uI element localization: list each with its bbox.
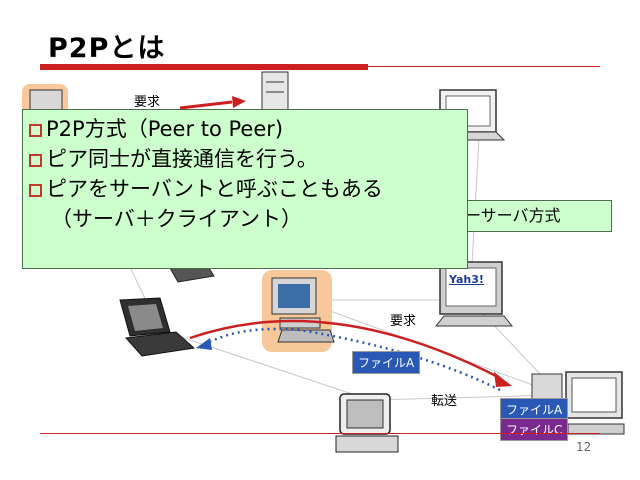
callout-line-2: ピア同士が直接通信を行う。 bbox=[29, 144, 461, 174]
callout-text-1: P2P方式（Peer to Peer) bbox=[46, 117, 284, 141]
file-tag-a-center: ファイルA bbox=[352, 351, 421, 374]
peer-computer-bottom-icon bbox=[335, 393, 399, 453]
request-label-top: 要求 bbox=[134, 95, 160, 110]
side-label-server-method: ーサーバ方式 bbox=[462, 200, 612, 232]
checkbox-bullet-icon bbox=[29, 124, 42, 137]
callout-text-2: ピア同士が直接通信を行う。 bbox=[46, 147, 318, 171]
checkbox-bullet-icon bbox=[29, 154, 42, 167]
title-rule bbox=[368, 66, 600, 67]
peer-laptop-left-icon bbox=[119, 297, 196, 357]
transfer-arrow-dotted-icon bbox=[196, 327, 501, 392]
callout-text-3: ピアをサーバントと呼ぶこともある bbox=[46, 177, 383, 201]
title-underline bbox=[40, 64, 368, 70]
callout-line-1: P2P方式（Peer to Peer) bbox=[29, 114, 461, 144]
request-arrow-curve-icon bbox=[189, 319, 512, 387]
file-tag-a-right: ファイルA bbox=[500, 398, 569, 421]
page-number: 12 bbox=[576, 440, 592, 454]
callout-line-4: （サーバ＋クライアント） bbox=[29, 204, 461, 234]
slide-title: P2Pとは bbox=[48, 33, 166, 64]
monitor-right-icon bbox=[434, 261, 514, 327]
peer-computer-center-icon bbox=[262, 270, 335, 352]
file-tag-c-right: ファイルC bbox=[500, 418, 569, 441]
p2p-description-callout: P2P方式（Peer to Peer) ピア同士が直接通信を行う。 ピアをサーバ… bbox=[22, 109, 468, 269]
request-arrow-top-icon bbox=[179, 96, 246, 110]
checkbox-bullet-icon bbox=[29, 184, 42, 197]
callout-text-4: （サーバ＋クライアント） bbox=[51, 207, 302, 231]
request-label-mid: 要求 bbox=[390, 314, 416, 329]
footer-rule bbox=[40, 433, 600, 434]
server-top-icon bbox=[261, 71, 289, 111]
screen-text-yah: Yah3! bbox=[449, 273, 484, 286]
callout-line-3: ピアをサーバントと呼ぶこともある bbox=[29, 174, 461, 204]
transfer-label: 転送 bbox=[431, 394, 457, 409]
